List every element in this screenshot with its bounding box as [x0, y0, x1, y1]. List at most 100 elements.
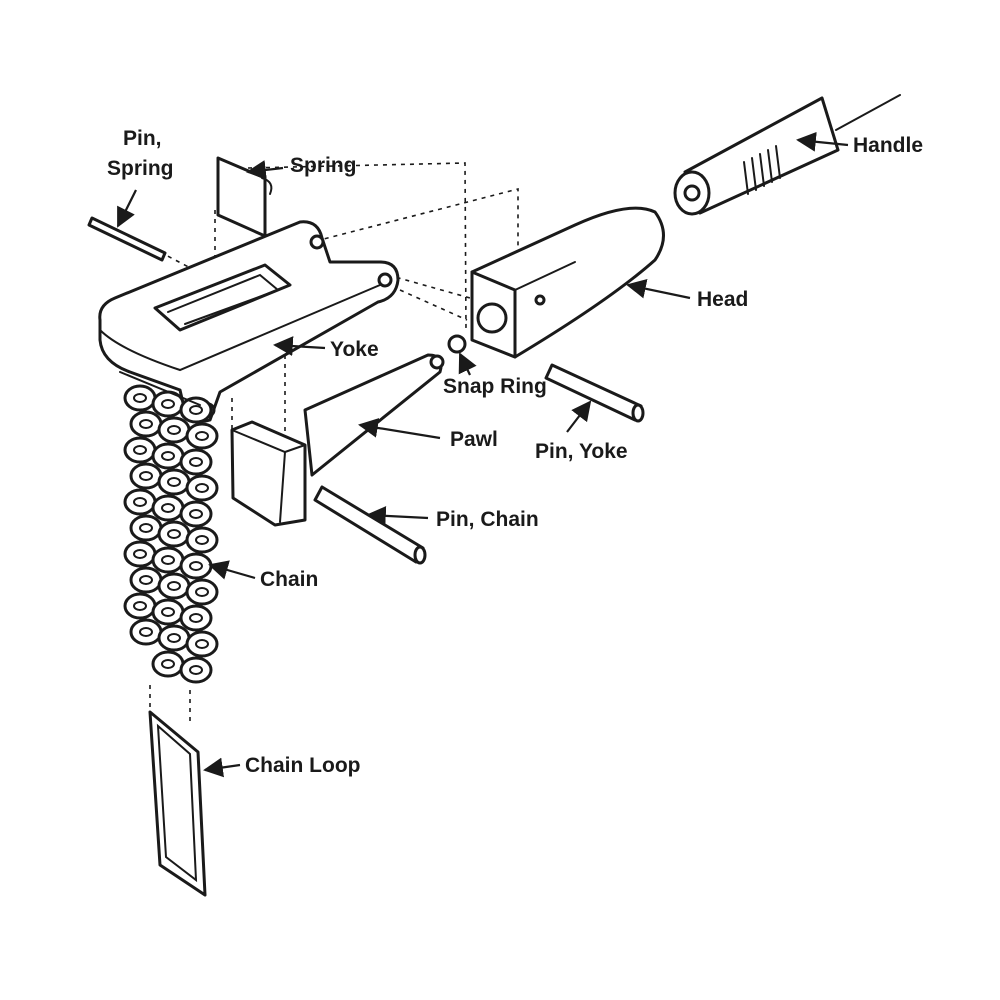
chain-link	[129, 410, 163, 438]
chain-link-hole	[189, 457, 203, 467]
arrowhead-icon	[246, 160, 284, 180]
chain-link-hole	[133, 601, 147, 611]
chain-link	[129, 566, 163, 594]
chain-link-hole	[161, 399, 175, 409]
yoke-part	[98, 220, 400, 423]
label-chain-loop: Chain Loop	[245, 754, 360, 777]
chain-link-hole	[139, 627, 153, 637]
chain-link	[151, 494, 185, 522]
chain-link-hole	[167, 581, 181, 591]
chain-link-hole	[161, 555, 175, 565]
pawl-part	[230, 353, 445, 527]
arrowhead-icon	[203, 757, 241, 778]
chain-part	[119, 371, 219, 684]
chain-link-hole	[167, 633, 181, 643]
arrowhead-icon	[117, 189, 137, 228]
chain-link-hole	[195, 587, 209, 597]
labels: Pin, Spring Spring Handle Head Yoke Snap…	[107, 127, 923, 777]
label-snap-ring: Snap Ring	[443, 375, 547, 398]
head-part	[470, 206, 665, 359]
label-pin-spring-line2: Spring	[107, 157, 174, 180]
chain-link-hole	[161, 607, 175, 617]
chain-link-hole	[189, 613, 203, 623]
arrowhead-icon	[566, 400, 592, 433]
chain-link-hole	[195, 483, 209, 493]
label-chain: Chain	[260, 568, 318, 591]
chain-link-hole	[133, 445, 147, 455]
chain-link	[151, 650, 185, 678]
arrowhead-icon	[366, 506, 429, 526]
pin-yoke-part	[544, 363, 645, 423]
chain-top-edge	[119, 371, 201, 406]
chain-link	[123, 540, 157, 568]
chain-link	[123, 384, 157, 412]
pin-spring-part	[87, 216, 167, 262]
chain-link	[179, 396, 213, 424]
chain-link	[157, 520, 191, 548]
chain-link-hole	[167, 477, 181, 487]
arrowhead-icon	[796, 131, 849, 152]
chain-link	[157, 468, 191, 496]
chain-link-hole	[133, 497, 147, 507]
chain-link-hole	[133, 549, 147, 559]
chain-link-hole	[195, 535, 209, 545]
chain-link	[179, 500, 213, 528]
chain-link-hole	[161, 659, 175, 669]
arrowhead-icon	[458, 352, 477, 376]
arrowhead-icon	[208, 560, 256, 580]
label-pin-yoke: Pin, Yoke	[535, 440, 628, 463]
chain-link	[157, 624, 191, 652]
chain-link-hole	[189, 665, 203, 675]
chain-link-hole	[139, 419, 153, 429]
chain-link	[151, 546, 185, 574]
chain-link	[185, 578, 219, 606]
chain-link-hole	[167, 529, 181, 539]
chain-link	[123, 592, 157, 620]
label-yoke: Yoke	[330, 338, 379, 361]
pin-chain-part	[313, 485, 427, 565]
chain-link	[129, 514, 163, 542]
chain-link-hole	[139, 523, 153, 533]
chain-link	[179, 448, 213, 476]
chain-link-hole	[161, 451, 175, 461]
chain-link	[185, 474, 219, 502]
chain-link	[179, 604, 213, 632]
label-pin-spring-line1: Pin,	[123, 127, 162, 150]
label-handle: Handle	[853, 134, 923, 157]
chain-link	[185, 526, 219, 554]
chain-link	[185, 630, 219, 658]
chain-link	[123, 436, 157, 464]
chain-link	[185, 422, 219, 450]
chain-link	[151, 442, 185, 470]
label-pawl: Pawl	[450, 428, 498, 451]
chain-link	[179, 552, 213, 580]
arrowhead-icon	[358, 418, 441, 440]
chain-link-hole	[189, 405, 203, 415]
chain-link	[151, 598, 185, 626]
chain-link-hole	[195, 431, 209, 441]
chain-link	[157, 416, 191, 444]
chain-link	[157, 572, 191, 600]
chain-link	[129, 462, 163, 490]
chain-link-hole	[167, 425, 181, 435]
chain-link-hole	[189, 561, 203, 571]
label-head: Head	[697, 288, 748, 311]
handle-part	[673, 94, 901, 216]
label-pin-chain: Pin, Chain	[436, 508, 539, 531]
chain-link	[129, 618, 163, 646]
chain-link-hole	[139, 575, 153, 585]
chain-link	[123, 488, 157, 516]
label-spring: Spring	[290, 154, 357, 177]
leader-arrows	[117, 131, 849, 778]
snap-ring-part	[447, 334, 467, 354]
chain-link-hole	[139, 471, 153, 481]
arrowhead-icon	[626, 278, 691, 300]
chain-loop-part	[148, 710, 207, 897]
chain-link-hole	[161, 503, 175, 513]
chain-link-hole	[195, 639, 209, 649]
chain-link	[179, 656, 213, 684]
chain-link-hole	[133, 393, 147, 403]
chain-link-hole	[189, 509, 203, 519]
arrowhead-icon	[273, 336, 326, 356]
